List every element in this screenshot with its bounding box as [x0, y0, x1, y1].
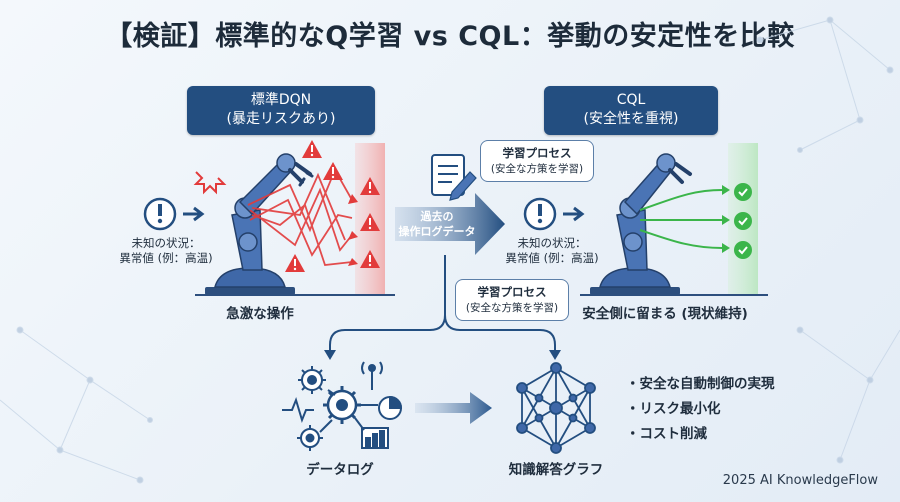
transform-arrow [415, 392, 492, 424]
benefit-item: ・リスク最小化 [626, 401, 721, 417]
gear-bottom-icon [297, 425, 323, 451]
input-arrow-right [563, 206, 585, 222]
unknown-situation-icon-right [523, 197, 557, 231]
gear-small-icon [298, 366, 326, 394]
benefit-item: ・コスト削減 [626, 426, 707, 442]
bubble-bottom-subtitle: (安全な方策を学習) [465, 302, 559, 314]
bar-chart-icon [361, 427, 389, 449]
cql-header-title: CQL [616, 92, 646, 108]
pulse-icon [282, 396, 314, 424]
branch-connectors [329, 255, 556, 352]
log-data-label: 過去の 操作ログデータ [398, 209, 476, 239]
impact-burst-icon [193, 171, 227, 195]
data-log-caption: データログ [306, 462, 374, 478]
checkmark-icons [734, 183, 752, 259]
cql-header: CQL (安全性を重視) [544, 86, 718, 135]
branch-arrowheads [324, 350, 561, 360]
dqn-header-subtitle: (暴走リスクあり) [226, 111, 336, 127]
dqn-header: 標準DQN (暴走リスクあり) [187, 86, 375, 135]
warning-triangle-icons [285, 140, 380, 272]
robot-arm-right-icon [590, 153, 692, 295]
cql-input-line2: 異常値 (例：高温) [505, 251, 599, 265]
stable-arrowheads [722, 185, 730, 253]
benefit-item: ・安全な自動制御の実現 [626, 376, 775, 392]
dqn-input-line1: 未知の状況： [131, 236, 201, 250]
learning-process-bubble-bottom: 学習プロセス (安全な方策を学習) [455, 279, 569, 321]
input-arrow-left [183, 206, 205, 222]
document-edit-icon [431, 154, 477, 201]
unknown-situation-icon-left [143, 197, 177, 231]
dqn-input-label: 未知の状況： 異常値 (例：高温) [106, 236, 226, 266]
background-network [0, 16, 900, 484]
stable-trajectories [639, 189, 723, 249]
log-data-line1: 過去の [420, 210, 454, 223]
bubble-top-title: 学習プロセス [502, 146, 572, 160]
knowledge-graph-icon [516, 362, 596, 454]
dqn-header-title: 標準DQN [250, 92, 312, 108]
bubble-bottom-title: 学習プロセス [477, 285, 547, 299]
learning-process-bubble-top: 学習プロセス (安全な方策を学習) [480, 140, 594, 182]
dqn-input-line2: 異常値 (例：高温) [119, 251, 213, 265]
cql-input-label: 未知の状況： 異常値 (例：高温) [492, 236, 612, 266]
cql-header-subtitle: (安全性を重視) [583, 111, 679, 127]
log-data-arrow [395, 193, 505, 255]
benefits-list: ・安全な自動制御の実現 ・リスク最小化 ・コスト削減 [626, 372, 826, 447]
pie-chart-icon [378, 395, 403, 420]
footer-credit: 2025 AI KnowledgeFlow [722, 473, 878, 488]
data-log-icons [282, 361, 403, 451]
trajectory-arrowheads [348, 194, 358, 266]
antenna-icon [361, 361, 383, 390]
log-data-line2: 操作ログデータ [398, 225, 476, 238]
page-title: 【検証】標準的なQ学習 vs CQL：挙動の安定性を比較 [105, 21, 795, 52]
erratic-trajectories [247, 167, 353, 266]
dqn-caption: 急激な操作 [226, 306, 294, 322]
robot-arm-left-icon [205, 153, 314, 295]
cql-caption: 安全側に留まる (現状維持) [582, 306, 748, 322]
cql-input-line1: 未知の状況： [517, 236, 587, 250]
gear-large-icon [323, 386, 361, 424]
bubble-top-subtitle: (安全な方策を学習) [490, 163, 584, 175]
knowledge-graph-caption: 知識解答グラフ [508, 462, 604, 478]
